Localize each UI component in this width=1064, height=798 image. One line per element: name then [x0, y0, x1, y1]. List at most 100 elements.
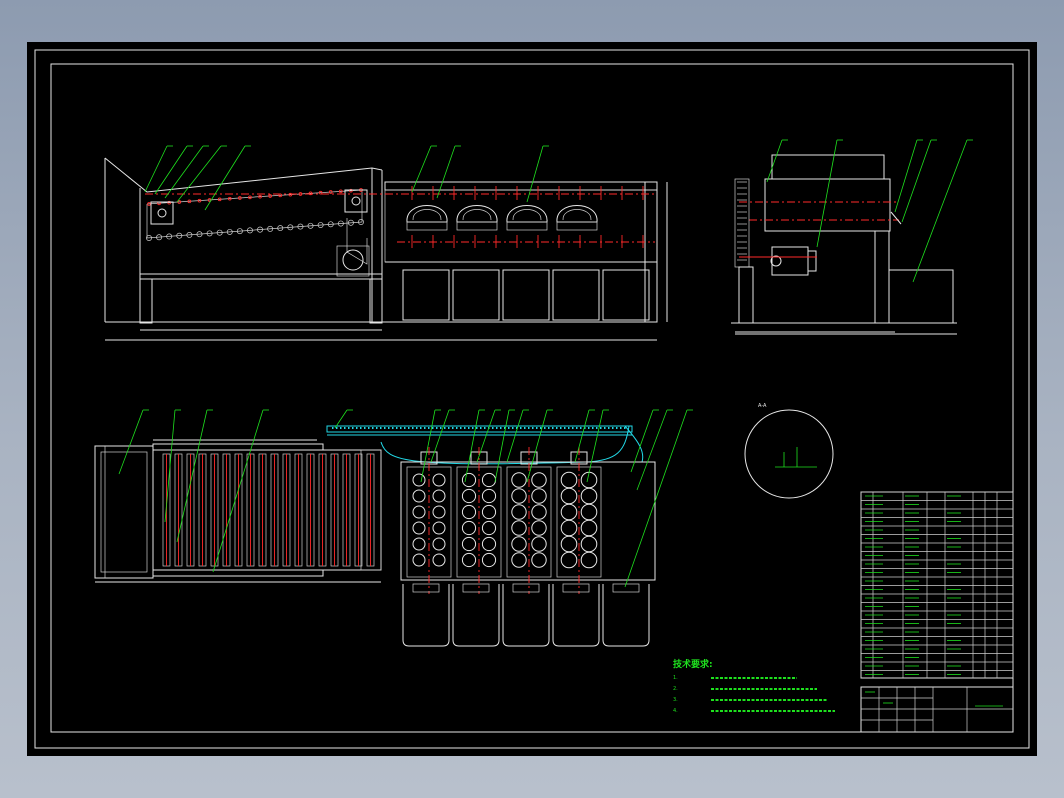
sorting-drums [406, 205, 598, 231]
plan-bin [602, 584, 650, 647]
chain-bead [176, 232, 183, 239]
perforation-hole [511, 488, 527, 504]
drum-inner [412, 209, 442, 221]
chain-beads [146, 188, 364, 241]
drum-base [556, 221, 598, 231]
front-elevation-view [104, 157, 668, 341]
chain-mark [227, 196, 232, 201]
leader-line [586, 409, 604, 483]
collection-bins-plan [402, 583, 650, 647]
perforation-hole [432, 505, 446, 519]
chain-mark [197, 198, 202, 203]
leader-line [901, 139, 932, 223]
chain-mark [147, 202, 151, 206]
perforation-hole [481, 520, 497, 536]
title-block [860, 686, 1014, 733]
chain-bead [327, 221, 334, 228]
perforation-hole [560, 503, 578, 521]
cad-drawing: A-A 技术要求: 1. 2. 3. 4. [34, 49, 1030, 749]
section-aa-detail: A-A [744, 403, 834, 499]
perforation-hole [461, 552, 477, 568]
chain-bead [146, 235, 152, 241]
bin-chute [512, 583, 540, 593]
plan-bin [452, 584, 500, 647]
leader-line [630, 409, 654, 473]
plan-bin [502, 584, 550, 647]
chain-bead [257, 226, 263, 233]
sprocket-left [150, 201, 174, 225]
leader-line [506, 409, 524, 463]
chain-mark [167, 200, 172, 205]
perforation-hole [560, 535, 578, 553]
bin-chute [412, 583, 440, 593]
leader-line [430, 409, 450, 463]
collection-bins-front [402, 269, 650, 321]
perforation-hole [412, 521, 426, 535]
perforation-hole [412, 473, 426, 487]
section-label: A-A [758, 403, 767, 409]
perforation-hole [461, 520, 477, 536]
perforation-hole [461, 504, 477, 520]
plan-bin [552, 584, 600, 647]
perforation-hole [580, 519, 598, 537]
perforation-hole [580, 535, 598, 553]
side-bin [888, 269, 954, 324]
leader-line [164, 145, 204, 199]
chain-mark [187, 199, 192, 204]
side-elevation-view [731, 154, 957, 335]
leader-line [526, 409, 548, 483]
chain-bead [347, 219, 354, 226]
leader-line [912, 139, 968, 283]
perforation-hole [511, 536, 527, 552]
drum [506, 205, 548, 223]
chain-mark [338, 189, 343, 194]
side-ladder-marks [737, 181, 747, 261]
technical-requirements: 技术要求: 1. 2. 3. 4. [673, 658, 835, 714]
drive-motor-pulley [342, 249, 364, 271]
chain-bead [247, 227, 253, 234]
perforation-hole [481, 488, 497, 504]
section-circle [744, 409, 834, 499]
sprocket-right [344, 189, 368, 213]
tech-item-1: 1. [673, 675, 678, 681]
drum-base [456, 221, 498, 231]
chain-mark [349, 188, 353, 193]
perforation-hole [412, 553, 426, 567]
chain-mark [238, 196, 242, 200]
perforation-hole [511, 504, 527, 520]
conveyor-chain [146, 189, 363, 239]
side-body [764, 178, 891, 232]
leader-line [624, 409, 688, 588]
drum [406, 205, 448, 223]
motor [771, 246, 809, 276]
leader-line [526, 145, 544, 203]
perforation-hole [432, 537, 446, 551]
leader-line [118, 409, 144, 475]
chain-mark [288, 192, 293, 197]
perforation-hole [531, 472, 547, 488]
perforation-hole [461, 536, 477, 552]
chain-mark [328, 190, 333, 194]
chain-mark [308, 191, 313, 196]
chain-bead [196, 231, 203, 238]
perforation-hole [531, 520, 547, 536]
plan-bin [402, 584, 450, 647]
plan-sorter [400, 461, 656, 581]
tech-item-4: 4. [673, 708, 678, 714]
chain-bead [166, 233, 173, 240]
leader-line [816, 139, 838, 248]
bin [402, 269, 450, 321]
chain-bead [317, 222, 324, 228]
leader-line [766, 139, 783, 183]
perforation-hole [531, 552, 547, 568]
perforation-hole [412, 505, 426, 519]
perforation-hole [560, 487, 578, 505]
bin [452, 269, 500, 321]
perforation-hole [580, 487, 598, 505]
chain-bead [156, 234, 163, 241]
leader-line [411, 145, 432, 193]
perforation-hole [481, 552, 497, 568]
chain-bead [236, 228, 243, 235]
perforation-hole [461, 472, 477, 488]
perforation-hole [531, 536, 547, 552]
